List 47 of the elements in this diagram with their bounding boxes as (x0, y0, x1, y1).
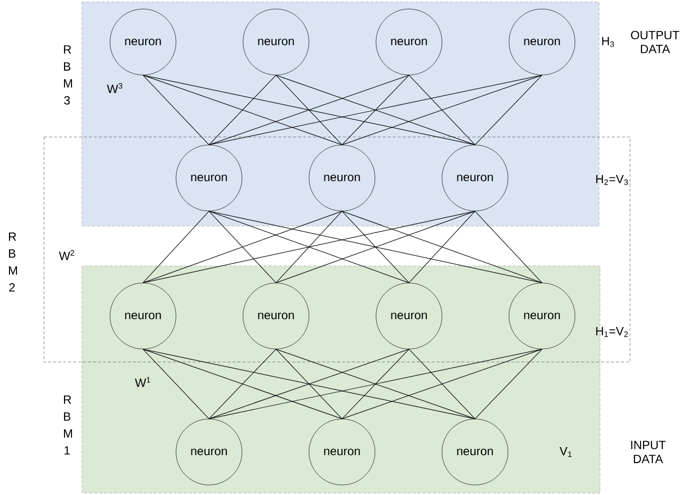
rbm-label: R B M 2 (9, 232, 17, 292)
connection-line (208, 210, 276, 284)
connection-line (342, 210, 410, 284)
connection-line (342, 348, 542, 420)
layer-label: W$^{1}$ (134, 377, 150, 387)
connection-line (208, 348, 410, 420)
connection-line (276, 210, 342, 284)
connection-line (208, 348, 276, 420)
layer-label: W$^{2}$ (58, 250, 74, 260)
rbm-label: R B M 3 (64, 45, 72, 105)
connection-line (474, 74, 542, 146)
connection-line (474, 210, 542, 284)
connection-line (276, 348, 342, 420)
connection-line (276, 348, 476, 420)
connection-line (142, 348, 210, 420)
connection-line (276, 210, 476, 284)
connection-line (208, 74, 410, 146)
connection-line (208, 210, 542, 284)
data-label: INPUT DATA (631, 440, 666, 464)
connection-line (276, 74, 342, 146)
connection-line (142, 210, 476, 284)
connection-line (142, 348, 476, 420)
connection-line (142, 348, 342, 420)
connection-line (276, 74, 476, 146)
connection-line (208, 74, 276, 146)
connection-line (142, 210, 210, 284)
rbm-label: R B M 1 (64, 395, 72, 454)
connection-line (342, 210, 542, 284)
layer-label: V$_{1}$ (560, 446, 572, 457)
connection-line (408, 210, 476, 284)
connection-line (408, 74, 476, 146)
layer-label: H$_{3}$ (602, 36, 614, 48)
connection-line (342, 74, 410, 146)
connection-line (142, 74, 210, 146)
connection-line (342, 74, 542, 146)
connection-line (208, 210, 410, 284)
connection-line (342, 348, 410, 420)
layer-label: H$_{1}$=V$_{2}$ (596, 326, 628, 337)
connection-line (142, 74, 342, 146)
connection-line (142, 74, 476, 146)
connection-line (408, 348, 476, 420)
connection-line (474, 348, 542, 420)
data-label: OUTPUT DATA (631, 30, 680, 54)
layer-label: H$_{2}$=V$_{3}$ (596, 174, 628, 186)
connection-line (142, 210, 342, 284)
connection-line (208, 348, 542, 420)
connection-line (208, 74, 542, 146)
